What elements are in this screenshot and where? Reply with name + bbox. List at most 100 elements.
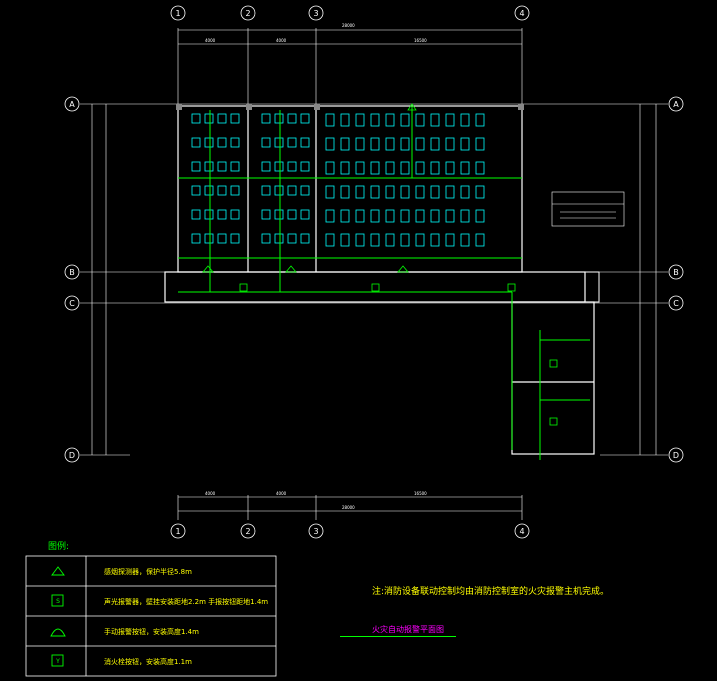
legend-item-text: 手动报警按钮，安装高度1.4m [104, 628, 199, 636]
sound-light-alarm-icon [51, 594, 64, 607]
desk [430, 185, 440, 199]
svg-text:4: 4 [519, 9, 524, 18]
desk [460, 233, 470, 247]
desk [445, 113, 455, 127]
svg-text:D: D [673, 451, 679, 460]
desk [287, 233, 297, 244]
desk [445, 209, 455, 223]
svg-text:2: 2 [245, 9, 250, 18]
title-block [551, 191, 625, 227]
desk [430, 209, 440, 223]
general-note: 注:消防设备联动控制均由消防控制室的火灾报警主机完成。 [372, 587, 610, 597]
svg-text:3: 3 [313, 9, 318, 18]
desk-layout [191, 113, 485, 247]
svg-text:16500: 16500 [414, 491, 427, 496]
desk [415, 137, 425, 151]
desk [287, 137, 297, 148]
desk [204, 161, 214, 172]
desk [400, 137, 410, 151]
desk [274, 209, 284, 220]
desk [475, 113, 485, 127]
desk [204, 233, 214, 244]
desk [325, 137, 335, 151]
desk [460, 137, 470, 151]
svg-text:4: 4 [519, 527, 524, 536]
desk [261, 113, 271, 124]
desk [385, 209, 395, 223]
desk [445, 185, 455, 199]
desk [415, 185, 425, 199]
desk [274, 113, 284, 124]
desk [191, 161, 201, 172]
desk [300, 233, 310, 244]
top-dimensions [177, 28, 523, 520]
desk [385, 137, 395, 151]
desk [355, 233, 365, 247]
desk [355, 113, 365, 127]
desk [261, 209, 271, 220]
svg-text:B: B [673, 268, 679, 277]
desk [300, 209, 310, 220]
svg-text:C: C [69, 299, 75, 308]
desk [400, 113, 410, 127]
svg-text:4000: 4000 [276, 38, 287, 43]
svg-text:C: C [673, 299, 679, 308]
desk [300, 185, 310, 196]
fire-hydrant-button-icon [51, 654, 64, 667]
desk [370, 113, 380, 127]
title-underline [340, 636, 456, 637]
desk [204, 185, 214, 196]
desk [415, 233, 425, 247]
desk [217, 185, 227, 196]
desk [340, 209, 350, 223]
desk [217, 233, 227, 244]
desk [325, 233, 335, 247]
desk [261, 233, 271, 244]
desk [400, 161, 410, 175]
desk [274, 137, 284, 148]
svg-text:S: S [56, 598, 60, 605]
columns [176, 104, 600, 303]
svg-text:4000: 4000 [276, 491, 287, 496]
desk [475, 161, 485, 175]
desk [460, 185, 470, 199]
desk [370, 161, 380, 175]
legend-heading: 图例: [48, 542, 70, 552]
svg-text:B: B [69, 268, 75, 277]
desk [475, 137, 485, 151]
desk [274, 161, 284, 172]
svg-text:28000: 28000 [342, 23, 355, 28]
desk [340, 161, 350, 175]
desk [385, 113, 395, 127]
svg-text:28000: 28000 [342, 505, 355, 510]
legend-icons [50, 566, 66, 667]
desk [385, 233, 395, 247]
desk [355, 185, 365, 199]
svg-text:16500: 16500 [414, 38, 427, 43]
legend-table [25, 555, 277, 677]
svg-text:4000: 4000 [205, 38, 216, 43]
device-symbols [202, 103, 558, 426]
svg-text:D: D [69, 451, 75, 460]
desk [430, 233, 440, 247]
desk [400, 185, 410, 199]
svg-text:3: 3 [313, 527, 318, 536]
desk [230, 161, 240, 172]
desk [370, 185, 380, 199]
desk [430, 137, 440, 151]
desk [340, 137, 350, 151]
svg-text:4000: 4000 [205, 491, 216, 496]
desk [300, 113, 310, 124]
desk [370, 137, 380, 151]
desk [475, 185, 485, 199]
desk [287, 113, 297, 124]
svg-text:2: 2 [245, 527, 250, 536]
smoke-detector-icon [51, 566, 65, 576]
desk [217, 137, 227, 148]
desk [261, 137, 271, 148]
axis-label-1-top: 1 [175, 9, 180, 18]
desk [370, 209, 380, 223]
desk [191, 209, 201, 220]
desk [217, 161, 227, 172]
